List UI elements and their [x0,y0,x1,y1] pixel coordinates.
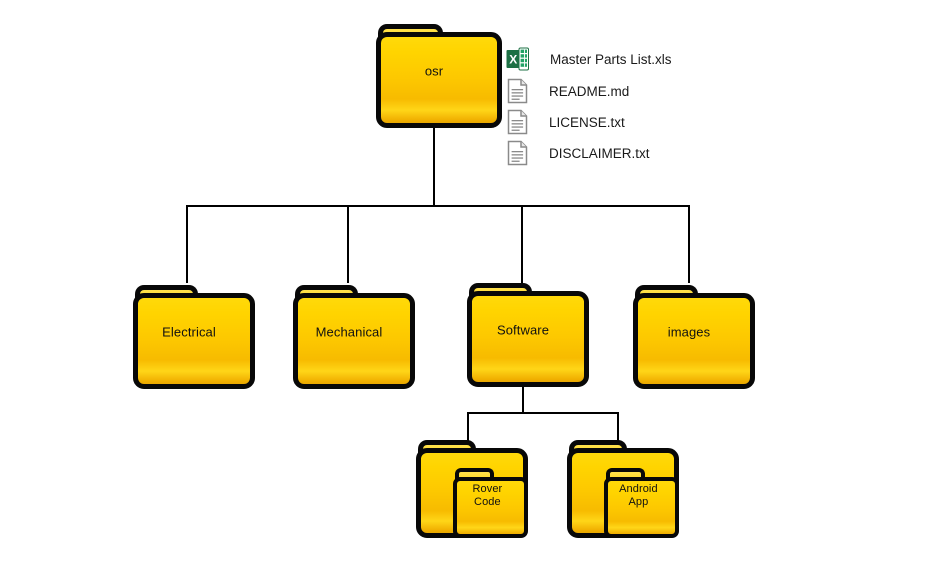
folder-mechanical[interactable]: Mechanical [293,285,415,389]
folder-body-icon [633,293,755,389]
file-row-master-parts-list[interactable]: X Master Parts List.xls [506,47,672,71]
file-row-license[interactable]: LICENSE.txt [507,109,625,135]
connector-software-down [522,382,524,413]
file-name-label: README.md [549,83,630,99]
file-row-disclaimer[interactable]: DISCLAIMER.txt [507,140,650,166]
inner-folder-icon [603,468,680,538]
inner-folder-icon [452,468,529,538]
folder-electrical[interactable]: Electrical [133,285,255,389]
file-name-label: Master Parts List.xls [550,51,672,67]
inner-folder-body-icon [452,476,529,538]
folder-body-icon [133,293,255,389]
connector-level1-bar [186,205,690,207]
folder-android-app[interactable]: Android App [567,440,680,538]
file-name-label: LICENSE.txt [549,114,625,130]
folder-body-icon [376,32,502,128]
svg-text:X: X [509,52,517,66]
document-file-icon [507,109,529,135]
connector-software-bar [467,412,619,414]
folder-body-icon [293,293,415,389]
folder-body-icon [467,291,589,387]
connector-to-software [521,205,523,283]
document-file-icon [507,140,529,166]
excel-file-icon: X [506,47,529,71]
connector-root-down [433,117,435,206]
inner-folder-body-icon [603,476,680,538]
file-name-label: DISCLAIMER.txt [549,145,650,161]
connector-to-mechanical [347,205,349,283]
folder-rover-code[interactable]: Rover Code [416,440,529,538]
folder-software[interactable]: Software [467,283,589,387]
connector-to-rover-code [467,412,469,442]
connector-to-android-app [617,412,619,442]
folder-osr[interactable]: osr [376,24,502,128]
file-row-readme[interactable]: README.md [507,78,629,104]
document-file-icon [507,78,529,104]
connector-to-images [688,205,690,283]
folder-images[interactable]: images [633,285,755,389]
connector-to-electrical [186,205,188,283]
